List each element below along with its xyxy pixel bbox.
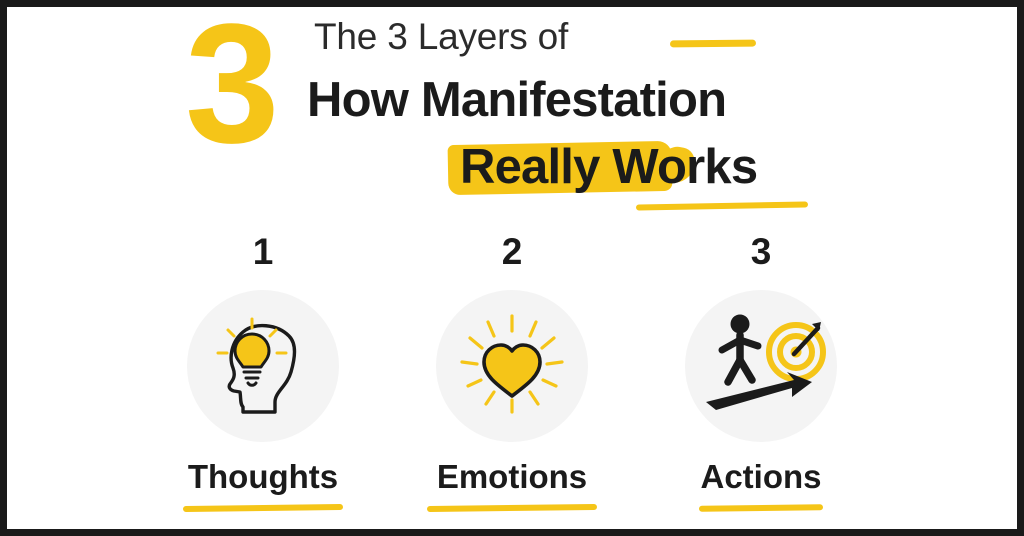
head-lightbulb-icon	[216, 317, 297, 414]
title-line-3-highlight: Really	[460, 140, 600, 194]
title-line-3: Really Works	[460, 137, 758, 197]
title-underline-accent	[635, 201, 809, 211]
layer-column-3: 3	[637, 232, 886, 532]
person-arrow-target-icon	[706, 314, 826, 410]
title-line-3-rest: Works	[612, 140, 758, 194]
layer-underline-2	[426, 503, 598, 513]
layer-number-3: 3	[750, 231, 772, 272]
layer-label-3: Actions	[700, 458, 822, 495]
layer-underline-3	[698, 504, 824, 512]
title-line-1: The 3 Layers of	[314, 16, 569, 57]
layer-column-1: 1	[139, 232, 388, 532]
title-line-2: How Manifestation	[307, 73, 727, 127]
layer-underline-1	[182, 504, 344, 512]
title-dash-accent	[669, 39, 757, 48]
title-line-3-wrap: Really Works	[447, 137, 788, 199]
radiating-heart-icon	[460, 314, 564, 414]
layer-label-2: Emotions	[436, 458, 588, 495]
big-number-three: 3	[185, 0, 280, 179]
infographic-canvas: 3 The 3 Layers of How Manifestation Real…	[7, 0, 1017, 532]
layer-icon-circle-1	[187, 290, 339, 442]
layers-row: 1	[7, 232, 1017, 532]
header: 3 The 3 Layers of How Manifestation Real…	[7, 0, 1017, 222]
layer-number-1: 1	[252, 231, 274, 272]
layer-column-2: 2	[388, 232, 637, 532]
layer-icon-circle-3	[685, 290, 837, 442]
layer-icon-circle-2	[436, 290, 588, 442]
layer-number-2: 2	[501, 231, 523, 272]
layer-label-1: Thoughts	[187, 458, 339, 495]
